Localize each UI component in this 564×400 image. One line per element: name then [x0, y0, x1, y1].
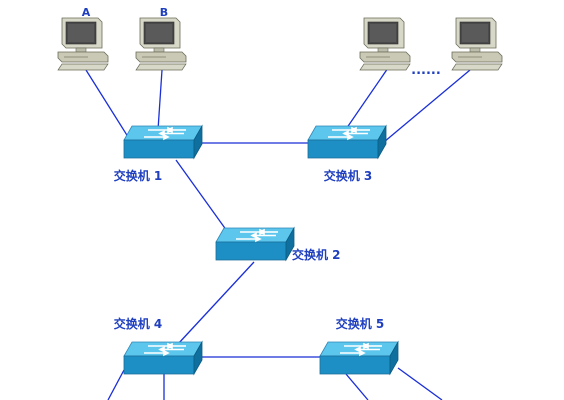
switch-4[interactable]: [123, 341, 203, 375]
switch-3-label: 交换机 3: [324, 168, 373, 183]
link-switch-1-switch-2: [175, 159, 233, 239]
link-pc-b-switch-1: [157, 69, 163, 131]
more-computers-ellipsis: ......: [411, 63, 441, 78]
desktop-computer-icon: [135, 17, 187, 71]
desktop-computer-icon: [451, 17, 503, 71]
computer-b[interactable]: [135, 17, 187, 71]
computer-c[interactable]: [359, 17, 411, 71]
switch-2[interactable]: [215, 227, 295, 261]
link-switch-4-down-left: [107, 369, 125, 400]
network-switch-icon: [307, 125, 387, 159]
computer-a[interactable]: [57, 17, 109, 71]
link-pc-d-switch-3: [383, 69, 471, 143]
switch-1[interactable]: [123, 125, 203, 159]
network-switch-icon: [123, 125, 203, 159]
computer-a-label: A: [82, 6, 91, 19]
link-switch-2-switch-4: [177, 261, 255, 345]
link-pc-c-switch-3: [343, 67, 389, 133]
desktop-computer-icon: [359, 17, 411, 71]
link-switch-5-down-left: [345, 373, 369, 400]
network-switch-icon: [319, 341, 399, 375]
desktop-computer-icon: [57, 17, 109, 71]
network-switch-icon: [123, 341, 203, 375]
switch-5-label: 交换机 5: [336, 316, 385, 331]
switch-2-label: 交换机 2: [292, 247, 341, 262]
switch-1-label: 交换机 1: [114, 168, 163, 183]
switch-3[interactable]: [307, 125, 387, 159]
switch-5[interactable]: [319, 341, 399, 375]
computer-d[interactable]: [451, 17, 503, 71]
links: [85, 67, 471, 400]
link-switch-5-down-right: [397, 367, 443, 400]
network-switch-icon: [215, 227, 295, 261]
switch-4-label: 交换机 4: [114, 316, 163, 331]
computer-b-label: B: [160, 6, 168, 19]
link-pc-a-switch-1: [85, 69, 131, 141]
